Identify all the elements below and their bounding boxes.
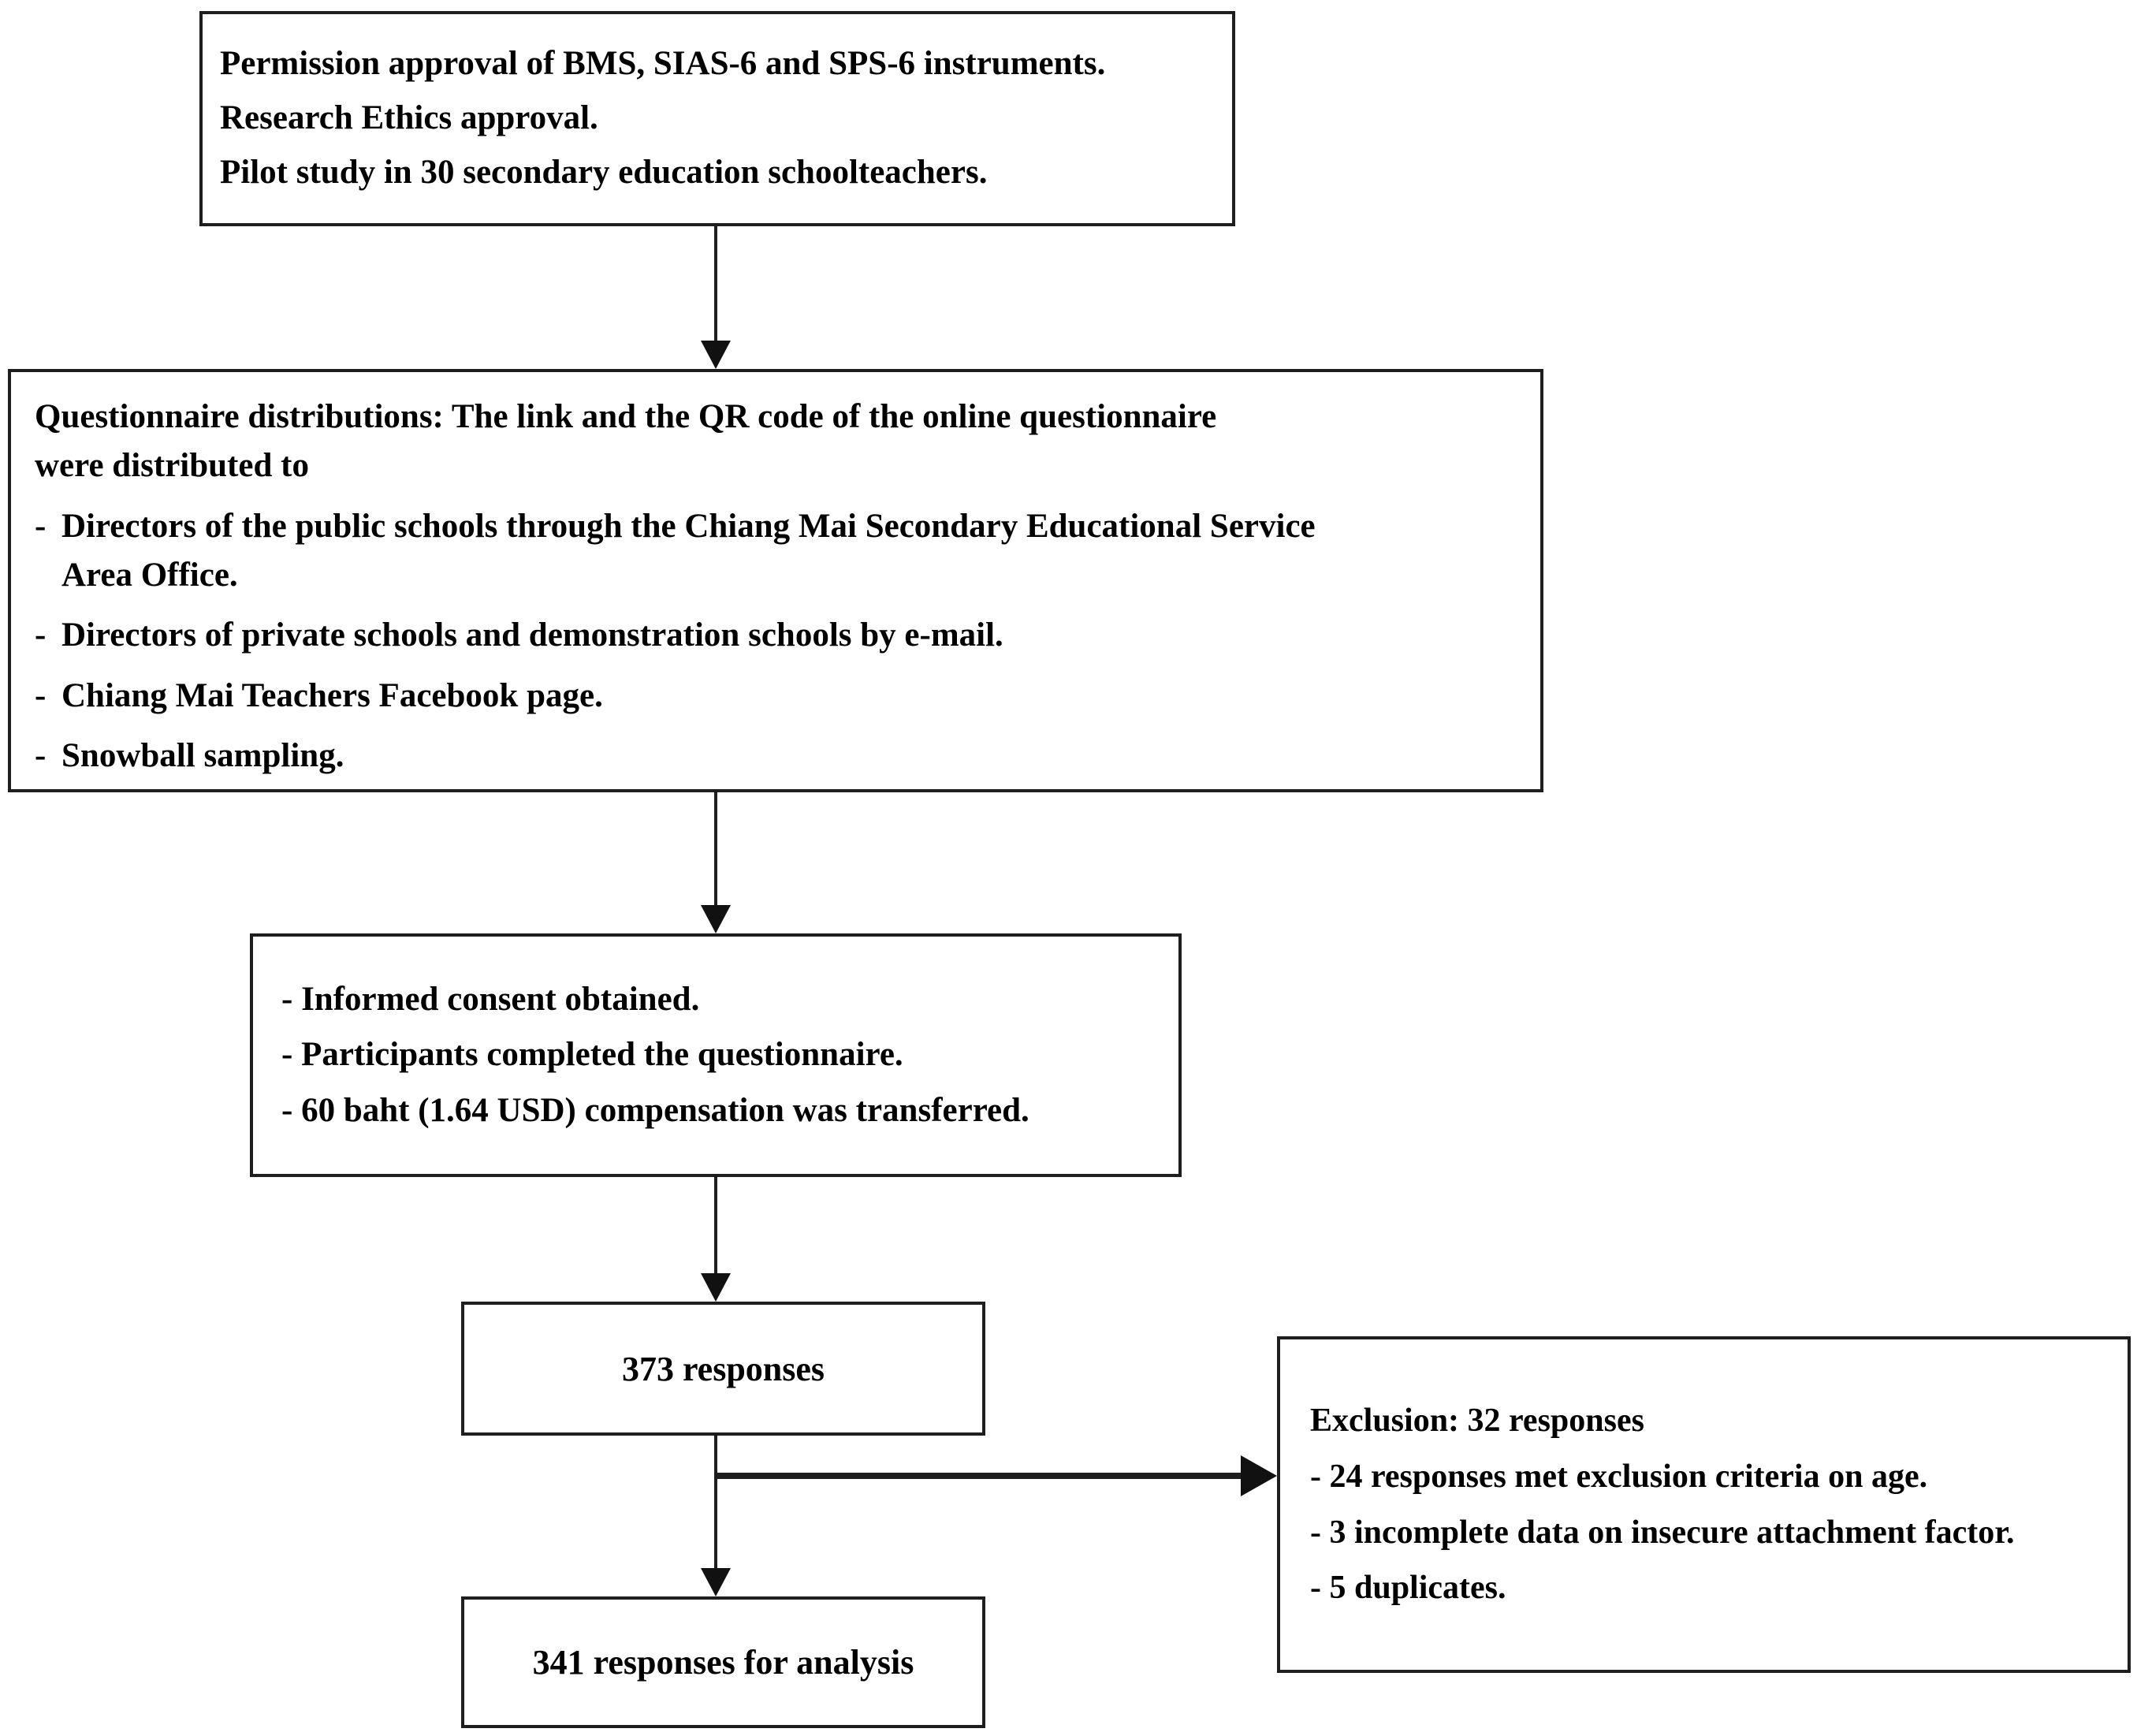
- bullet-marker: -: [35, 676, 47, 714]
- distribution-bullet-4-text: Snowball sampling.: [61, 737, 344, 775]
- distribution-intro-line-1: Questionnaire distributions: The link an…: [35, 398, 1217, 435]
- arrow-procedure-to-responses-line: [714, 1177, 717, 1273]
- arrow-distribution-to-procedure-line: [714, 792, 717, 905]
- distribution-bullet-1-text: Directors of the public schools through …: [61, 502, 1316, 601]
- distribution-bullet-1-line-2: Area Office.: [61, 557, 238, 594]
- exclusion-line-2: - 3 incomplete data on insecure attachme…: [1310, 1514, 2015, 1551]
- distribution-bullet-2-text: Directors of private schools and demonst…: [61, 617, 1003, 654]
- analysis-box: 341 responses for analysis: [461, 1596, 985, 1728]
- distribution-intro-line-2: were distributed to: [35, 447, 309, 485]
- preparation-line-3: Pilot study in 30 secondary education sc…: [220, 153, 988, 191]
- arrow-down-icon: [701, 341, 731, 369]
- responses-box: 373 responses: [461, 1302, 985, 1436]
- arrow-responses-to-analysis-line: [714, 1436, 717, 1568]
- exclusion-box: Exclusion: 32 responses - 24 responses m…: [1277, 1336, 2131, 1673]
- arrow-down-icon: [701, 1568, 731, 1596]
- distribution-bullet-2: - Directors of private schools and demon…: [35, 611, 1521, 660]
- preparation-box: Permission approval of BMS, SIAS-6 and S…: [199, 11, 1235, 226]
- distribution-bullet-3: - Chiang Mai Teachers Facebook page.: [35, 672, 1521, 721]
- preparation-line-2: Research Ethics approval.: [220, 99, 598, 137]
- arrow-down-icon: [701, 905, 731, 933]
- distribution-bullet-1: - Directors of the public schools throug…: [35, 502, 1521, 601]
- procedure-line-2: - Participants completed the questionnai…: [281, 1036, 903, 1074]
- arrow-branch-to-exclusion-line: [716, 1473, 1241, 1479]
- procedure-box: - Informed consent obtained. - Participa…: [250, 933, 1182, 1177]
- exclusion-line-3: - 5 duplicates.: [1310, 1570, 1506, 1607]
- analysis-label: 341 responses for analysis: [532, 1643, 914, 1682]
- bullet-marker: -: [35, 617, 47, 654]
- arrow-prep-to-distribution-line: [714, 226, 717, 341]
- responses-label: 373 responses: [621, 1349, 825, 1388]
- distribution-box: Questionnaire distributions: The link an…: [8, 369, 1543, 792]
- procedure-line-3: - 60 baht (1.64 USD) compensation was tr…: [281, 1091, 1029, 1129]
- exclusion-line-1: - 24 responses met exclusion criteria on…: [1310, 1458, 1928, 1495]
- distribution-bullet-3-text: Chiang Mai Teachers Facebook page.: [61, 676, 603, 714]
- exclusion-title: Exclusion: 32 responses: [1310, 1403, 1644, 1440]
- distribution-bullet-4: - Snowball sampling.: [35, 732, 1521, 780]
- procedure-line-1: - Informed consent obtained.: [281, 980, 700, 1018]
- arrow-down-icon: [701, 1273, 731, 1302]
- distribution-bullet-1-line-1: Directors of the public schools through …: [61, 507, 1316, 545]
- bullet-marker: -: [35, 507, 47, 545]
- arrow-right-icon: [1241, 1455, 1277, 1496]
- bullet-marker: -: [35, 737, 47, 775]
- preparation-line-1: Permission approval of BMS, SIAS-6 and S…: [220, 45, 1106, 83]
